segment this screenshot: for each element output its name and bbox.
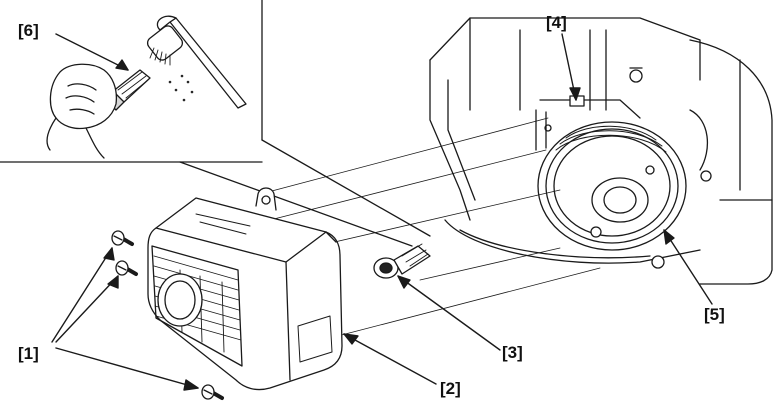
screw-lower [202,385,222,399]
callout-3: [3] [502,343,523,362]
callout-2: [2] [440,379,461,398]
callout-6: [6] [18,21,39,40]
callout-5: [5] [704,305,725,324]
inset-brush-cleaning-illustration [47,16,246,158]
inset-pointer-lines [180,140,430,246]
callout-4: [4] [546,13,567,32]
leader-lines [52,34,712,390]
screw-upper [112,231,132,245]
muffler-cover [148,188,342,390]
spark-plug [374,244,430,278]
screw-middle [116,261,136,275]
cylinder-head-housing [538,122,686,250]
alignment-guide-lines [268,118,600,338]
screws [112,231,222,399]
callout-1: [1] [18,344,39,363]
inset-frame [0,0,262,162]
